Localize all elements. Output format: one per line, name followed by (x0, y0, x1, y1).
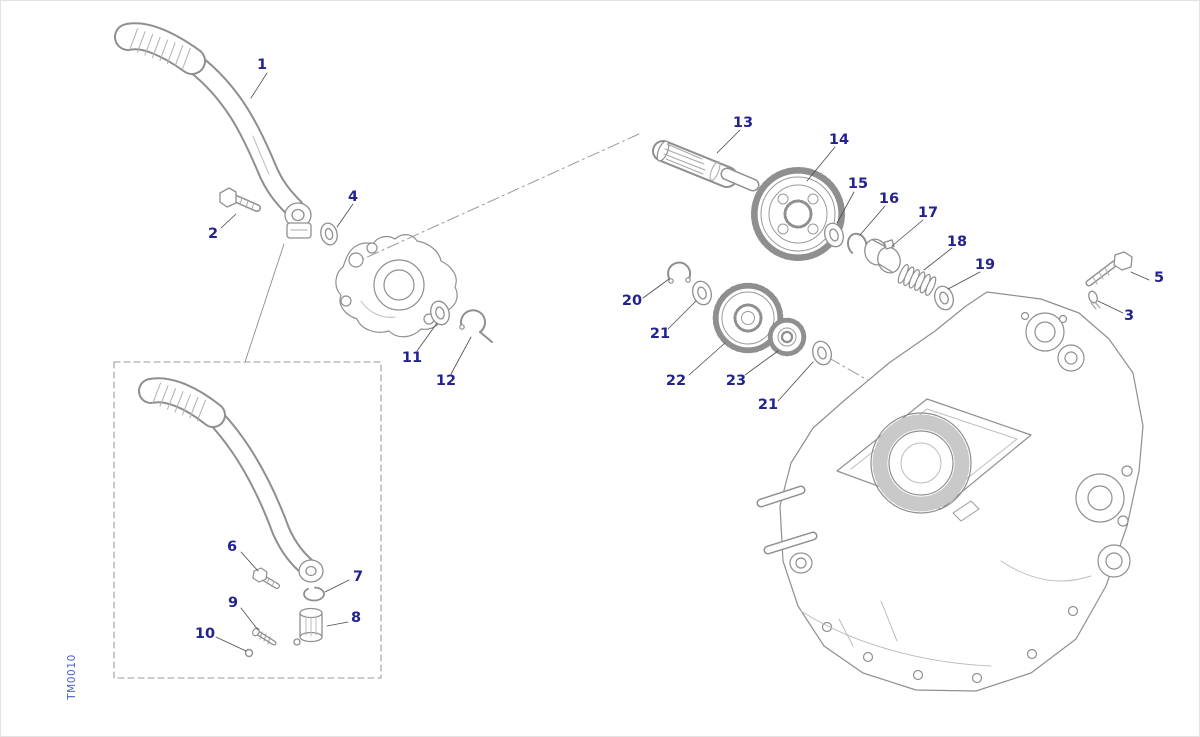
callout-5: 5 (1153, 269, 1165, 286)
callout-21b: 21 (757, 396, 779, 413)
callout-3: 3 (1123, 307, 1135, 324)
callout-4: 4 (347, 188, 359, 205)
callout-23: 23 (725, 372, 747, 389)
bolt-icon-2 (219, 187, 261, 212)
callout-11: 11 (401, 349, 423, 366)
kick-lever-inset-icon (138, 377, 324, 583)
diagram-code: TM0010 (66, 654, 78, 700)
ring-icon-10 (244, 648, 254, 658)
bolt-icon-5 (1085, 251, 1133, 287)
washer-icon-21b (812, 340, 832, 366)
gear-icon-14 (751, 167, 845, 261)
gear-icon-22 (712, 282, 784, 354)
joint-icon-8 (293, 607, 323, 646)
spring-clip-icon-12 (459, 309, 493, 343)
callout-20: 20 (621, 292, 643, 309)
inset-box (113, 361, 382, 679)
callout-7: 7 (352, 568, 364, 585)
callout-16: 16 (878, 190, 900, 207)
clip-icon-3 (1088, 290, 1101, 310)
kick-lever-icon (114, 22, 305, 219)
lever-joint-icon (284, 202, 312, 239)
callout-10: 10 (194, 625, 216, 642)
washer-icon-4 (320, 222, 338, 246)
callout-22: 22 (665, 372, 687, 389)
cover-icon (335, 234, 458, 338)
circlip-icon-20 (667, 261, 692, 284)
screw-icon-9 (252, 627, 277, 646)
callout-1: 1 (256, 56, 268, 73)
callout-2: 2 (207, 225, 219, 242)
inset-link-line (244, 243, 285, 363)
washer-icon-15 (824, 222, 844, 248)
bolt-icon-6 (252, 567, 280, 589)
crankcase-icon (756, 291, 1144, 692)
callout-12: 12 (435, 372, 457, 389)
ratchet-icon-17 (864, 238, 901, 274)
callout-8: 8 (350, 609, 362, 626)
callout-18: 18 (946, 233, 968, 250)
callout-13: 13 (732, 114, 754, 131)
callout-17: 17 (917, 204, 939, 221)
callout-19: 19 (974, 256, 996, 273)
washer-icon-19 (934, 285, 954, 311)
gear-icon-23 (767, 317, 807, 357)
washer-icon-11 (430, 300, 450, 326)
callout-6: 6 (226, 538, 238, 555)
shaft-icon-13 (652, 140, 760, 192)
callout-21: 21 (649, 325, 671, 342)
callout-15: 15 (847, 175, 869, 192)
axis-centerline (362, 133, 640, 260)
callout-14: 14 (828, 131, 850, 148)
leader-lines (215, 72, 1150, 652)
washer-icon-21 (692, 280, 712, 306)
circlip-icon-16 (846, 232, 868, 254)
callout-9: 9 (227, 594, 239, 611)
spring-icon-18 (897, 264, 937, 296)
circlip-icon-7 (303, 586, 325, 602)
